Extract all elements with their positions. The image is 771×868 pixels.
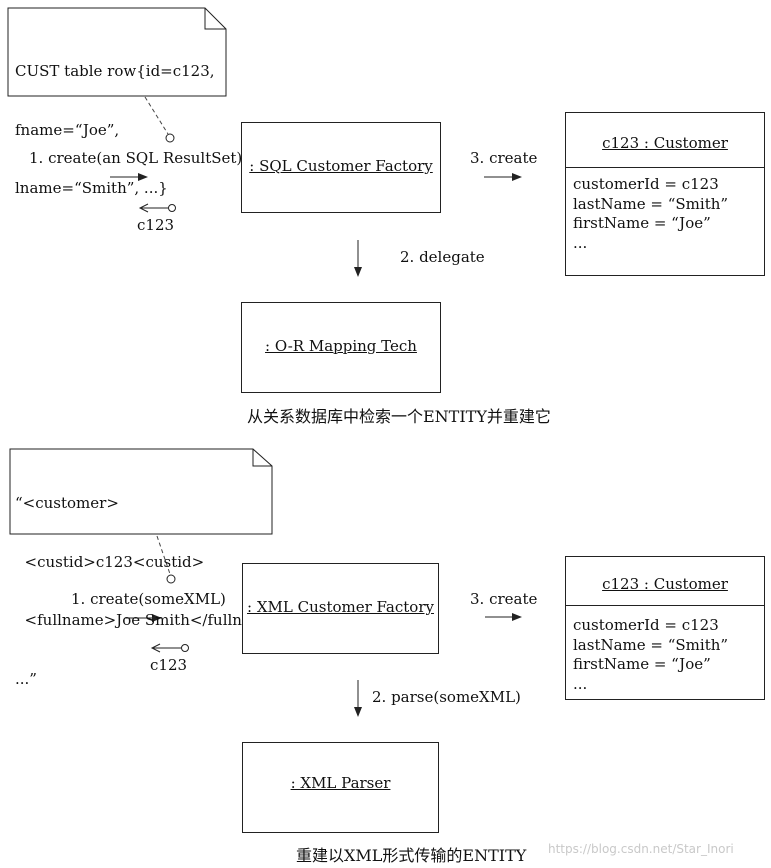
note-line: <custid>c123<custid>	[15, 552, 205, 571]
entity-attr: customerId = c123	[573, 175, 719, 193]
note-anchor-circle-1	[165, 133, 175, 143]
note-line: ...”	[15, 669, 37, 688]
create-message-label: 1. create(someXML)	[71, 590, 226, 608]
delegate-label: 2. delegate	[400, 248, 485, 266]
return-arrowhead-1	[138, 203, 149, 213]
create-entity-arrowhead-1	[512, 173, 522, 181]
entity-divider	[566, 167, 764, 168]
entity-attr: lastName = “Smith”	[573, 194, 729, 213]
xml-customer-factory-box: : XML Customer Factory	[242, 563, 439, 654]
create-entity-arrowhead-2	[512, 613, 522, 621]
watermark: https://blog.csdn.net/Star_Inori	[548, 842, 734, 856]
parse-arrowhead	[354, 707, 362, 717]
caption-2: 重建以XML形式传输的ENTITY	[296, 846, 527, 865]
entity-attr: customerId = c123	[573, 616, 719, 634]
entity-attributes: customerId = c123 lastName = “Smith” fir…	[573, 616, 728, 694]
entity-attr: lastName = “Smith”	[573, 635, 729, 654]
parse-label: 2. parse(someXML)	[372, 688, 521, 706]
entity-title: c123 : Customer	[602, 134, 728, 152]
caption-1: 从关系数据库中检索一个ENTITY并重建它	[247, 407, 551, 426]
customer-entity-box-1: c123 : Customer customerId = c123 lastNa…	[565, 112, 765, 276]
entity-title: c123 : Customer	[602, 575, 728, 593]
entity-attr: ...	[573, 233, 588, 252]
note-line: CUST table row{id=c123,	[15, 62, 215, 80]
note-fold-1	[204, 8, 226, 30]
xml-parser-box: : XML Parser	[242, 742, 439, 833]
create-entity-label: 3. create	[470, 149, 538, 167]
helper-label: : XML Parser	[290, 774, 391, 792]
factory-label: : XML Customer Factory	[247, 598, 434, 616]
return-value-label: c123	[150, 656, 188, 674]
factory-label: : SQL Customer Factory	[249, 157, 433, 175]
note-text-1: CUST table row{id=c123, fname=“Joe”, lna…	[15, 23, 215, 238]
entity-attr: firstName = “Joe”	[573, 214, 711, 232]
create-entity-label: 3. create	[470, 590, 538, 608]
create-arrowhead-1	[138, 173, 148, 181]
create-arrowhead-2	[152, 614, 162, 622]
entity-attr: ...	[573, 674, 588, 693]
note-anchor-line-1	[144, 96, 169, 135]
return-arrowhead-2	[150, 643, 161, 653]
note-fold-2	[252, 449, 272, 467]
note-shape-2	[9, 448, 273, 535]
note-anchor-circle-2	[166, 574, 176, 584]
note-shape-1	[7, 7, 227, 97]
note-line: “<customer>	[15, 494, 119, 512]
return-value-label: c123	[137, 216, 175, 234]
return-circle-2	[181, 644, 189, 652]
create-message-label: 1. create(an SQL ResultSet)	[29, 149, 243, 167]
customer-entity-box-2: c123 : Customer customerId = c123 lastNa…	[565, 556, 765, 700]
return-circle-1	[168, 204, 176, 212]
sql-customer-factory-box: : SQL Customer Factory	[241, 122, 441, 213]
entity-attributes: customerId = c123 lastName = “Smith” fir…	[573, 175, 728, 253]
helper-label: : O-R Mapping Tech	[265, 337, 417, 355]
entity-divider	[566, 605, 764, 606]
note-line: lname=“Smith”, ...}	[15, 179, 168, 197]
delegate-arrowhead	[354, 267, 362, 277]
note-line: fname=“Joe”,	[15, 120, 120, 139]
entity-attr: firstName = “Joe”	[573, 655, 711, 673]
or-mapping-box: : O-R Mapping Tech	[241, 302, 441, 393]
